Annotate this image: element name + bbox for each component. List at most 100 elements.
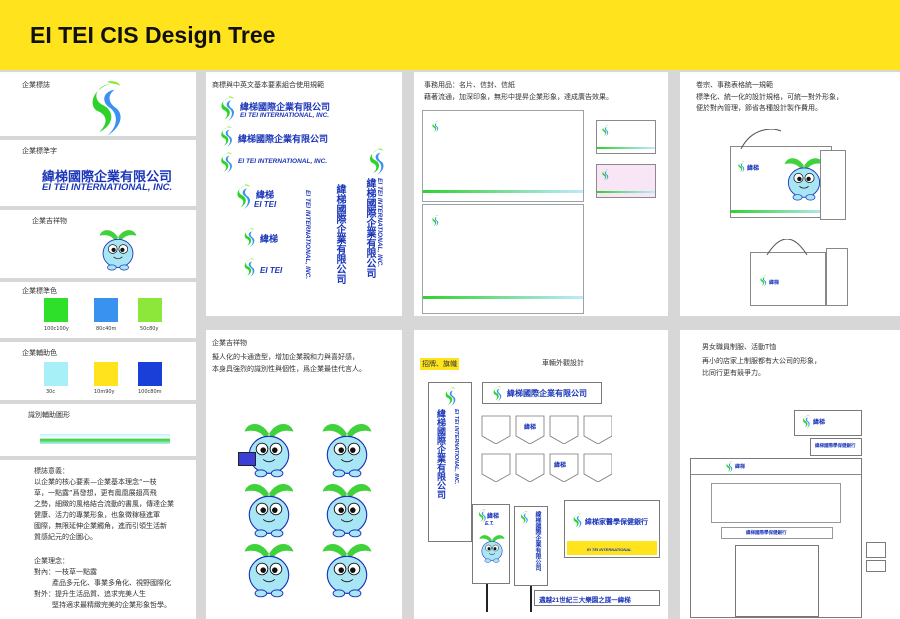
color-code: 10m90y xyxy=(94,389,115,395)
mascot-app-desc-1: 擬人化的卡通造型，增加企業親和力與喜好感， xyxy=(212,353,359,361)
shopping-bag-2: 緯梯 xyxy=(750,239,826,306)
logo-icon xyxy=(519,511,529,525)
standard-colors-label: 企業標準色 xyxy=(22,287,57,295)
awning-short-cn: 緯梯 xyxy=(735,464,746,470)
pennant-shapes xyxy=(481,453,612,482)
aux-shape-panel: 識別輔助圖形 xyxy=(0,404,196,456)
vertical-combo-4: EI TEI INTERNATIONAL, INC. xyxy=(376,178,383,296)
storefront-name-plate: 緯梯國際學保健銀行 xyxy=(721,527,833,539)
slogan-text: 邁越21世紀三大樂園之謀一緯梯 xyxy=(539,597,631,604)
bag-handle xyxy=(740,129,781,149)
logo-icon xyxy=(218,126,234,148)
uniform-desc-1: 再小的店家上制服都有大公司的形象， xyxy=(702,357,821,365)
philosophy-line: 對外：提升生活品質、追求完美人生 xyxy=(34,590,146,598)
storefront-short-cn: 緯梯 xyxy=(813,420,826,426)
mascot-pose-flag xyxy=(240,480,298,538)
flag-vertical-text: 緯梯國際企業有限公司 xyxy=(533,511,542,583)
mascot-app-desc-2: 本身具強烈的識別性與個性，爲企業最佳代言人。 xyxy=(212,365,366,373)
combo-cn-name: 緯梯國際企業有限公司 xyxy=(240,102,331,112)
vertical-cn-name: 緯梯國際企業有限公司 xyxy=(334,184,345,284)
company-name-cn: 緯梯國際企業有限公司 xyxy=(42,169,173,184)
standard-colors-panel: 企業標準色 100c100y 80c40m 50c80y xyxy=(0,282,196,338)
side-sign xyxy=(866,560,886,572)
uniform-label: 男女職員制服、活動T恤 xyxy=(702,343,777,351)
combo-en-name: EI TEI INTERNATIONAL, INC. xyxy=(240,112,330,119)
business-card xyxy=(596,120,656,154)
mascot-pose-wave xyxy=(318,480,376,538)
storefront-door xyxy=(735,545,819,617)
pennant-short-cn: 緯梯 xyxy=(524,425,537,431)
logo-icon xyxy=(571,513,583,529)
meaning-panel: 標誌意義： 以企業的核心要素—企業基本理念“一枝 草，一點露”爲發想，更有鳳凰展… xyxy=(0,460,196,619)
vertical-combo-2: 緯梯國際企業有限公司 xyxy=(332,184,347,294)
flag-short-cn: 緯梯 xyxy=(487,514,500,520)
vehicle-sign: 緯梯家醫學保健銀行 EI TEI INTERNATIONAL xyxy=(564,500,660,558)
brand-stripe xyxy=(423,296,583,299)
flag-short-en: E.T. xyxy=(485,521,494,527)
logo-label: 企業標誌 xyxy=(22,81,50,89)
business-card xyxy=(596,164,656,198)
mascot-pose-sit xyxy=(240,540,298,598)
combo-short-en: EI TEI xyxy=(260,266,283,275)
aux-colors-label: 企業輔助色 xyxy=(22,349,57,357)
flag-banner-1: 緯梯 E.T. xyxy=(472,504,510,584)
pennant-shapes xyxy=(481,415,612,444)
storefront-window xyxy=(711,483,841,523)
logo-icon xyxy=(218,152,234,174)
color-swatch xyxy=(44,362,68,386)
meaning-line: 質感紀元的企圖心。 xyxy=(34,533,97,541)
philosophy-line: 堅持適求最精緻完美的企業形象哲學。 xyxy=(52,601,171,609)
logo-icon xyxy=(234,184,252,210)
logo-panel: 企業標誌 xyxy=(0,72,196,136)
aux-graphic-stripe xyxy=(40,434,170,444)
bag-short-cn: 緯梯 xyxy=(747,166,760,172)
storefront-top-sign: 緯梯 xyxy=(794,410,862,436)
uniform-desc-2: 比同行更有競爭力。 xyxy=(702,369,765,377)
vertical-cn-name: 緯梯國際企業有限公司 xyxy=(364,178,375,278)
stationery-label: 事務用品：名片、信封、信紙 xyxy=(424,81,515,89)
logo-icon xyxy=(431,121,439,133)
vertical-sign: 緯梯國際企業有限公司 EI TEI INTERNATIONAL, INC. xyxy=(428,382,472,542)
combo-short-en: EI TEI xyxy=(254,200,277,209)
color-code: 100c80m xyxy=(138,389,162,395)
logo-icon xyxy=(725,461,733,473)
aux-shape-label: 識別輔助圖形 xyxy=(28,411,70,419)
logo-icon xyxy=(431,215,439,227)
brand-stripe xyxy=(597,191,655,193)
logo-icon xyxy=(242,228,256,248)
brand-stripe xyxy=(731,210,831,213)
color-swatch xyxy=(138,298,162,322)
storefront-awning: 緯梯 xyxy=(691,459,861,475)
vertical-en-name: EI TEI INTERNATIONAL, INC. xyxy=(304,190,311,280)
pennant-short-cn: 緯梯 xyxy=(554,463,567,469)
color-code: 30c xyxy=(46,389,56,395)
flag-pole xyxy=(486,584,488,612)
forms-label: 卷宗、事務表格統一規範 xyxy=(696,81,773,89)
combination-panel: 商標與中英文基本要素組合使用規範 緯梯國際企業有限公司 EI TEI INTER… xyxy=(206,72,402,316)
page-title: EI TEI CIS Design Tree xyxy=(30,22,276,48)
color-swatch xyxy=(138,362,162,386)
logo-icon xyxy=(242,258,256,278)
philosophy-line: 產品多元化、事業多角化、視野國際化 xyxy=(52,579,171,587)
color-code: 100c100y xyxy=(44,326,69,332)
flag-cn-vertical: 緯梯國際企業有限公司 xyxy=(534,511,540,571)
mascot-icon xyxy=(477,533,507,563)
forms-desc-1: 標準化、統一化的設計規格，可統一對外形象， xyxy=(696,93,843,101)
storefront-sub-text: 緯梯國際學保健銀行 xyxy=(815,443,856,448)
horizontal-sign: 緯梯國際企業有限公司 xyxy=(482,382,602,404)
vehicle-bank-sign: 緯梯家醫學保健銀行 xyxy=(585,519,648,526)
storefront-sub-sign: 緯梯國際學保健銀行 xyxy=(810,438,862,456)
bag-handle xyxy=(766,239,808,255)
mascot-pose-smile xyxy=(318,420,376,478)
envelope-large xyxy=(422,110,584,202)
mascot-app-panel: 企業吉祥物 擬人化的卡通造型，增加企業親和力與喜好感， 本身具強烈的識別性與個性… xyxy=(206,330,402,619)
logo-icon xyxy=(84,80,126,138)
mascot-panel: 企業吉祥物 xyxy=(0,210,196,278)
vertical-sign-text: 緯梯國際企業有限公司 xyxy=(435,409,448,541)
vehicle-bank-en: EI TEI INTERNATIONAL xyxy=(587,547,632,552)
mascot-label: 企業吉祥物 xyxy=(32,217,67,225)
color-swatch xyxy=(44,298,68,322)
color-code: 80c40m xyxy=(96,326,117,332)
side-sign xyxy=(866,542,886,558)
meaning-line: 國際，無限延伸企業觸角，進而引領生活新 xyxy=(34,522,167,530)
